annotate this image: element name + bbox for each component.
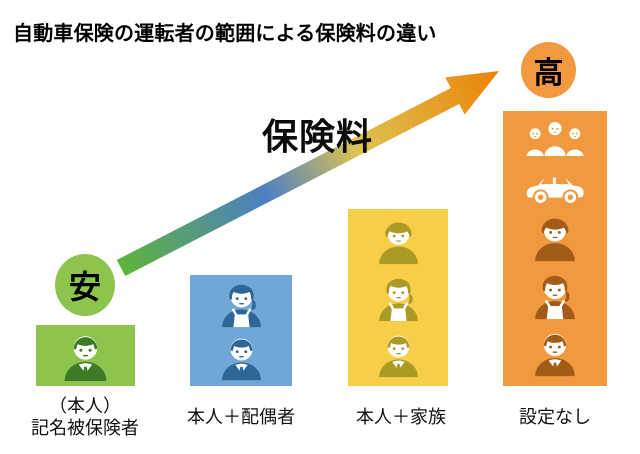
bar-label-insured-plus-family: 本人＋家族 <box>356 407 446 427</box>
cheap-badge: 安 <box>55 254 115 316</box>
arrow-shape <box>116 71 500 276</box>
bar-label-named-insured-only: （本人） 記名被保険者 <box>5 396 165 439</box>
bar-label-insured-plus-spouse: 本人＋配偶者 <box>187 407 295 427</box>
premium-axis-label: 保険料 <box>262 116 374 157</box>
bar-insured-plus-spouse <box>190 275 292 386</box>
bar-label-line1: （本人） <box>49 396 121 416</box>
bar-no-driver-restriction <box>503 111 607 386</box>
bar-label-no-driver-restriction: 設定なし <box>519 407 591 427</box>
expensive-badge: 高 <box>521 42 576 98</box>
bar-insured-plus-family <box>348 209 448 386</box>
bar-label-line2: 記名被保険者 <box>31 417 139 438</box>
bar-named-insured-only <box>36 325 135 386</box>
page-title: 自動車保険の運転者の範囲による保険料の違い <box>13 23 437 45</box>
